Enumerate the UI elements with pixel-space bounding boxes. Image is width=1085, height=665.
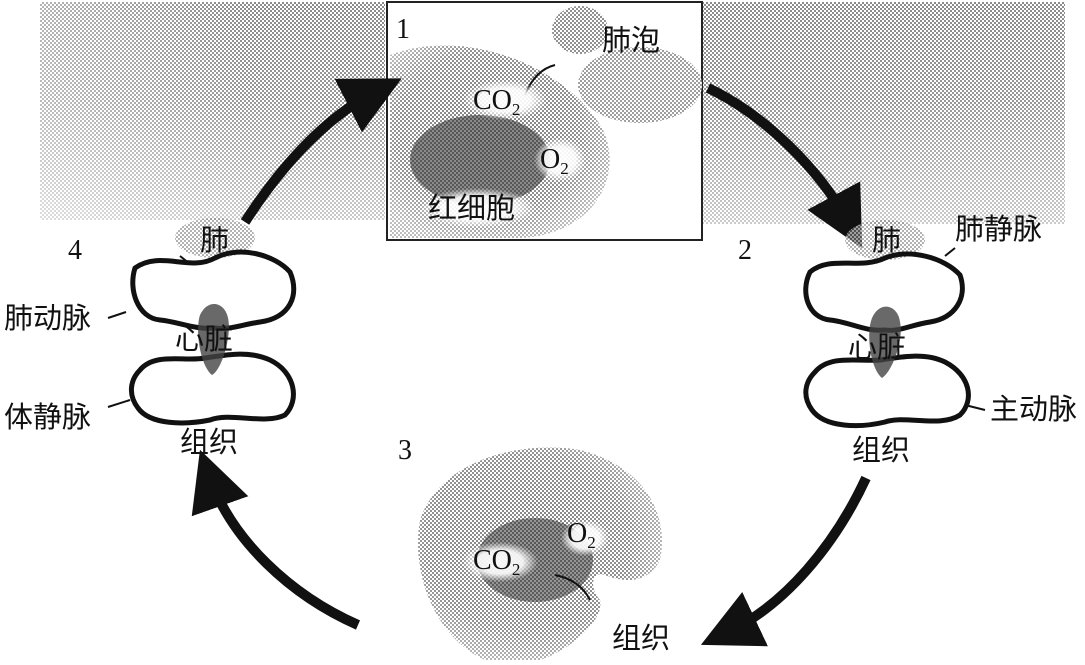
pulmonary-artery-label: 肺动脉 <box>4 304 91 333</box>
panel-3-number: 3 <box>398 437 412 465</box>
textured-background-left <box>40 2 385 220</box>
tissue-label-3: 组织 <box>612 624 670 653</box>
pulmonary-vein-label: 肺静脉 <box>955 215 1042 244</box>
panel-4-number: 4 <box>68 237 82 265</box>
heart-label-2: 心脏 <box>848 333 906 362</box>
co2-label-1: CO2 <box>473 87 520 118</box>
panel-2-number: 2 <box>738 237 752 265</box>
arrow-2-to-3 <box>728 478 866 632</box>
o2-label-3: O2 <box>567 520 596 551</box>
alveolus-label: 肺泡 <box>602 26 660 55</box>
aorta-label: 主动脉 <box>990 395 1077 424</box>
o2-label-1: O2 <box>540 146 569 177</box>
lung-label-2: 肺 <box>872 226 901 255</box>
tissue-label-4: 组织 <box>180 428 238 457</box>
vena-cava-label: 体静脉 <box>4 403 91 432</box>
arrow-3-to-4 <box>210 478 358 625</box>
lung-label-4: 肺 <box>200 226 229 255</box>
tissue-label-2: 组织 <box>852 436 910 465</box>
panel-1-number: 1 <box>396 16 410 44</box>
co2-label-3: CO2 <box>473 547 520 578</box>
red-blood-cell-label: 红细胞 <box>428 194 515 223</box>
heart-label-4: 心脏 <box>175 325 233 354</box>
